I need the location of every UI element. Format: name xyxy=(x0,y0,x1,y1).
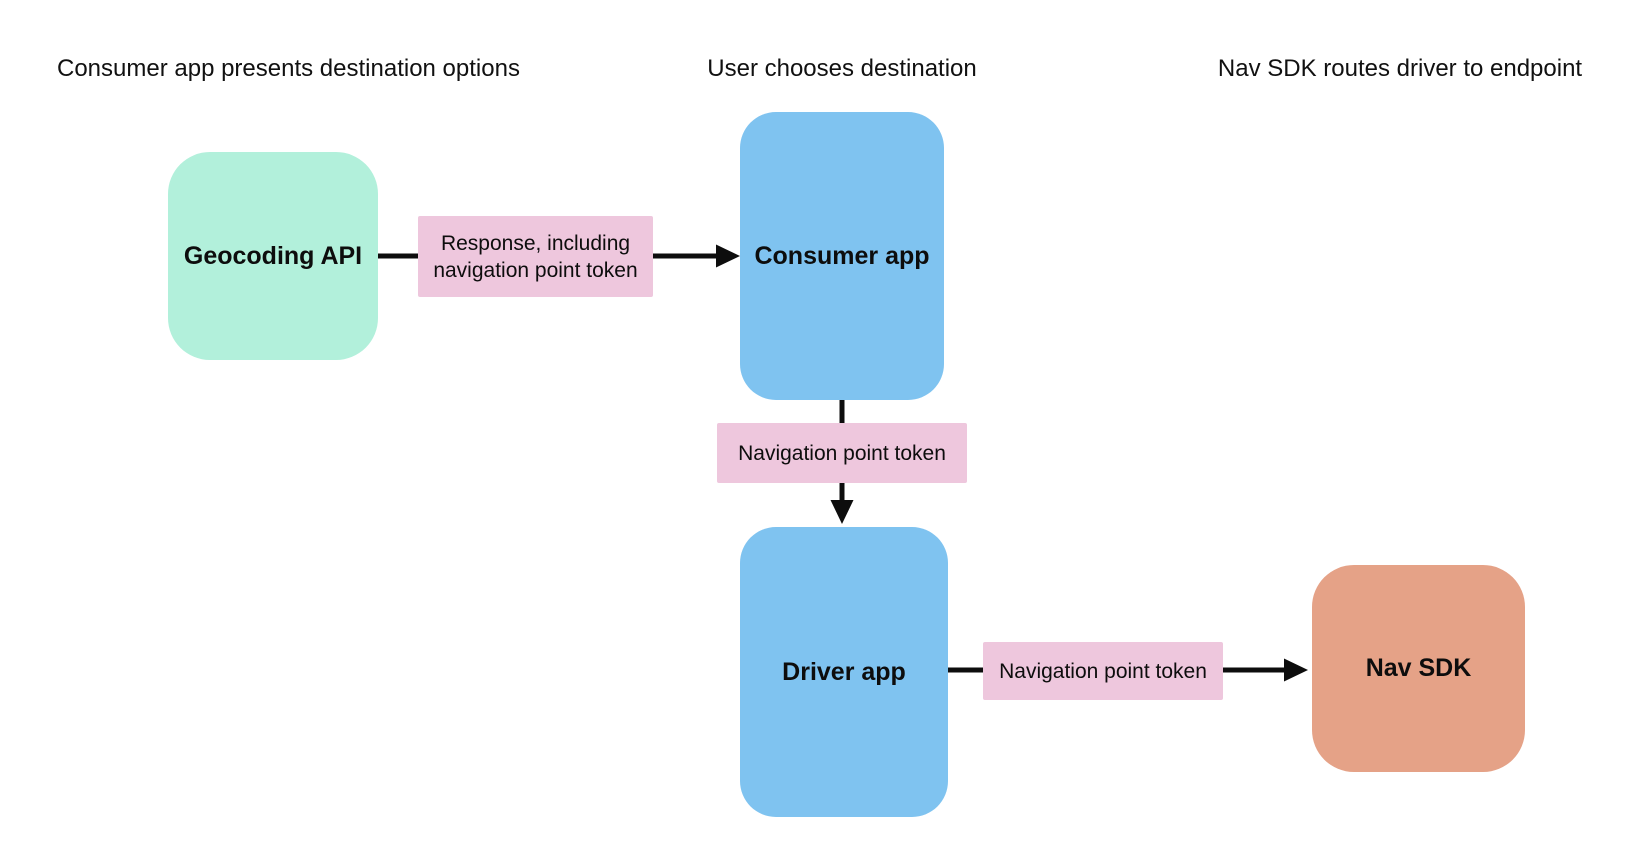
edge-label-text: Response, including navigation point tok… xyxy=(433,231,638,282)
edge-label-navigation-point-token-1: Navigation point token xyxy=(717,423,967,483)
arrowhead-into-consumer-app xyxy=(716,244,740,268)
lane-header-navsdk-routes: Nav SDK routes driver to endpoint xyxy=(1217,55,1583,82)
edge-label-navigation-point-token-2: Navigation point token xyxy=(983,642,1223,700)
edge-label-text: Navigation point token xyxy=(999,659,1207,683)
node-geocoding-api-label: Geocoding API xyxy=(183,241,363,270)
node-driver-app: Driver app xyxy=(740,527,948,817)
edge-label-response-including-token: Response, including navigation point tok… xyxy=(418,216,653,297)
arrowhead-into-driver-app xyxy=(830,500,854,524)
node-consumer-app-label: Consumer app xyxy=(754,241,930,270)
node-consumer-app: Consumer app xyxy=(740,112,944,400)
node-nav-sdk-label: Nav SDK xyxy=(1365,654,1472,682)
lane-header-user-chooses: User chooses destination xyxy=(707,55,977,82)
edge-label-text: Navigation point token xyxy=(738,441,946,465)
node-driver-app-label: Driver app xyxy=(782,657,906,686)
node-geocoding-api: Geocoding API xyxy=(168,152,378,360)
arrowhead-into-nav-sdk xyxy=(1284,658,1308,682)
lane-header-consumer-presents: Consumer app presents destination option… xyxy=(57,55,520,82)
node-nav-sdk: Nav SDK xyxy=(1312,565,1525,772)
